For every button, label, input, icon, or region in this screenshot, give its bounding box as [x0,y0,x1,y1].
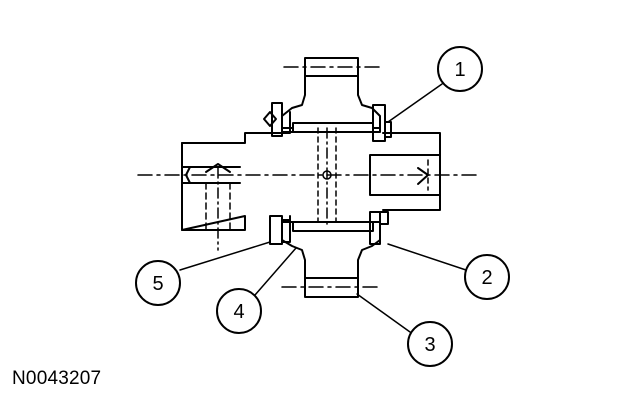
callout-5: 5 [135,260,181,306]
upper-flange [281,57,381,133]
svg-text:5: 5 [152,273,163,295]
svg-text:2: 2 [481,267,492,289]
upper-left-clip [263,102,291,137]
svg-text:3: 3 [424,334,435,356]
lower-left-clip [269,215,291,245]
callout-1: 1 [437,46,483,92]
figure-reference-id: N0043207 [12,368,102,389]
svg-text:1: 1 [454,59,465,81]
lower-flange [281,221,381,298]
callout-2: 2 [464,254,510,300]
leader-lines [179,83,467,333]
callout-3: 3 [407,321,453,367]
svg-text:4: 4 [233,301,244,323]
lower-right-clip [369,211,389,245]
callout-4: 4 [216,288,262,334]
